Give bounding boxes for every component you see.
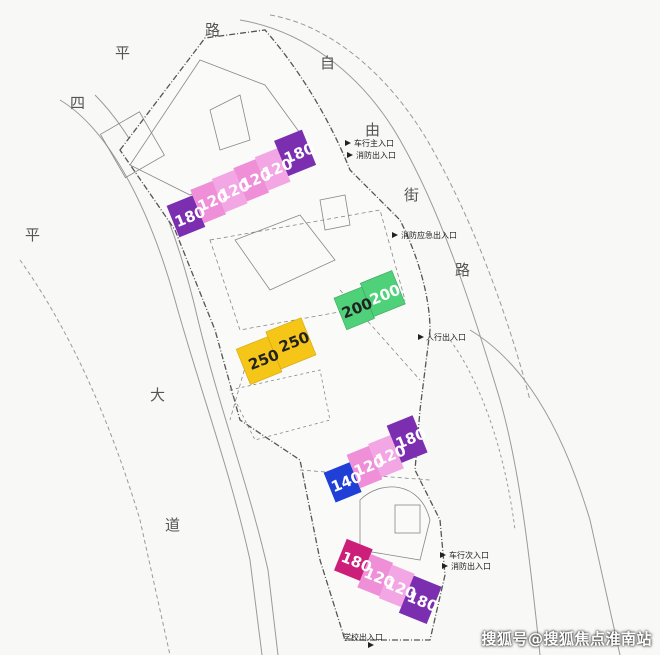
road-char: 四 [70, 94, 85, 112]
unit-block [386, 415, 428, 463]
entry-fire-2: 消防出入口 [451, 561, 491, 571]
arrow-icon [418, 334, 424, 340]
road-char: 由 [365, 121, 380, 139]
unit-block [211, 169, 248, 213]
road-char: 平 [115, 44, 130, 62]
unit-block [166, 195, 206, 238]
unit-block [346, 445, 383, 489]
arrow-icon [347, 152, 353, 158]
arrow-icon [345, 140, 351, 146]
entry-vehicle-main: 车行主入口 [354, 138, 394, 148]
unit-block [378, 564, 415, 608]
building-a: 180 120 120 120 120 180 [166, 129, 317, 238]
arrow-icon [392, 232, 398, 238]
entry-vehicle-secondary: 车行次入口 [449, 550, 489, 560]
building-c: 180 120 120 180 [334, 538, 442, 624]
arrow-icon [442, 563, 448, 569]
unit-block [323, 462, 362, 503]
entry-markers: 车行主入口 消防出入口 消防应急出入口 人行出入口 车行次入口 消防出入口 学校… [343, 138, 491, 648]
unit-block [359, 270, 406, 318]
road-char: 大 [150, 386, 165, 404]
building-g: 200 200 [333, 270, 406, 331]
watermark: 搜狐号@搜狐焦点淮南站 [481, 630, 652, 648]
road-char: 路 [455, 261, 470, 279]
building-b: 140 120 120 180 [323, 415, 429, 503]
entry-pedestrian: 人行出入口 [426, 332, 466, 342]
road-char: 道 [165, 516, 180, 534]
unit-block [265, 317, 317, 370]
interior-lines [99, 59, 431, 561]
building-y: 250 250 [235, 317, 317, 385]
arrow-icon [368, 642, 374, 648]
road-char: 自 [320, 54, 335, 72]
road-char: 平 [25, 226, 40, 244]
entry-school: 学校出入口 [343, 632, 383, 642]
unit-block [398, 575, 442, 624]
unit-block [357, 553, 394, 597]
road-char: 街 [404, 186, 419, 204]
unit-block [190, 180, 227, 224]
entry-fire-emergency: 消防应急出入口 [401, 230, 457, 240]
unit-block [233, 159, 270, 202]
unit-block [274, 129, 317, 177]
unit-block [334, 538, 373, 581]
road-char: 路 [205, 21, 220, 39]
entry-fire: 消防出入口 [356, 150, 396, 160]
arrow-icon [440, 552, 446, 558]
unit-block [254, 148, 291, 191]
unit-block [368, 435, 404, 478]
